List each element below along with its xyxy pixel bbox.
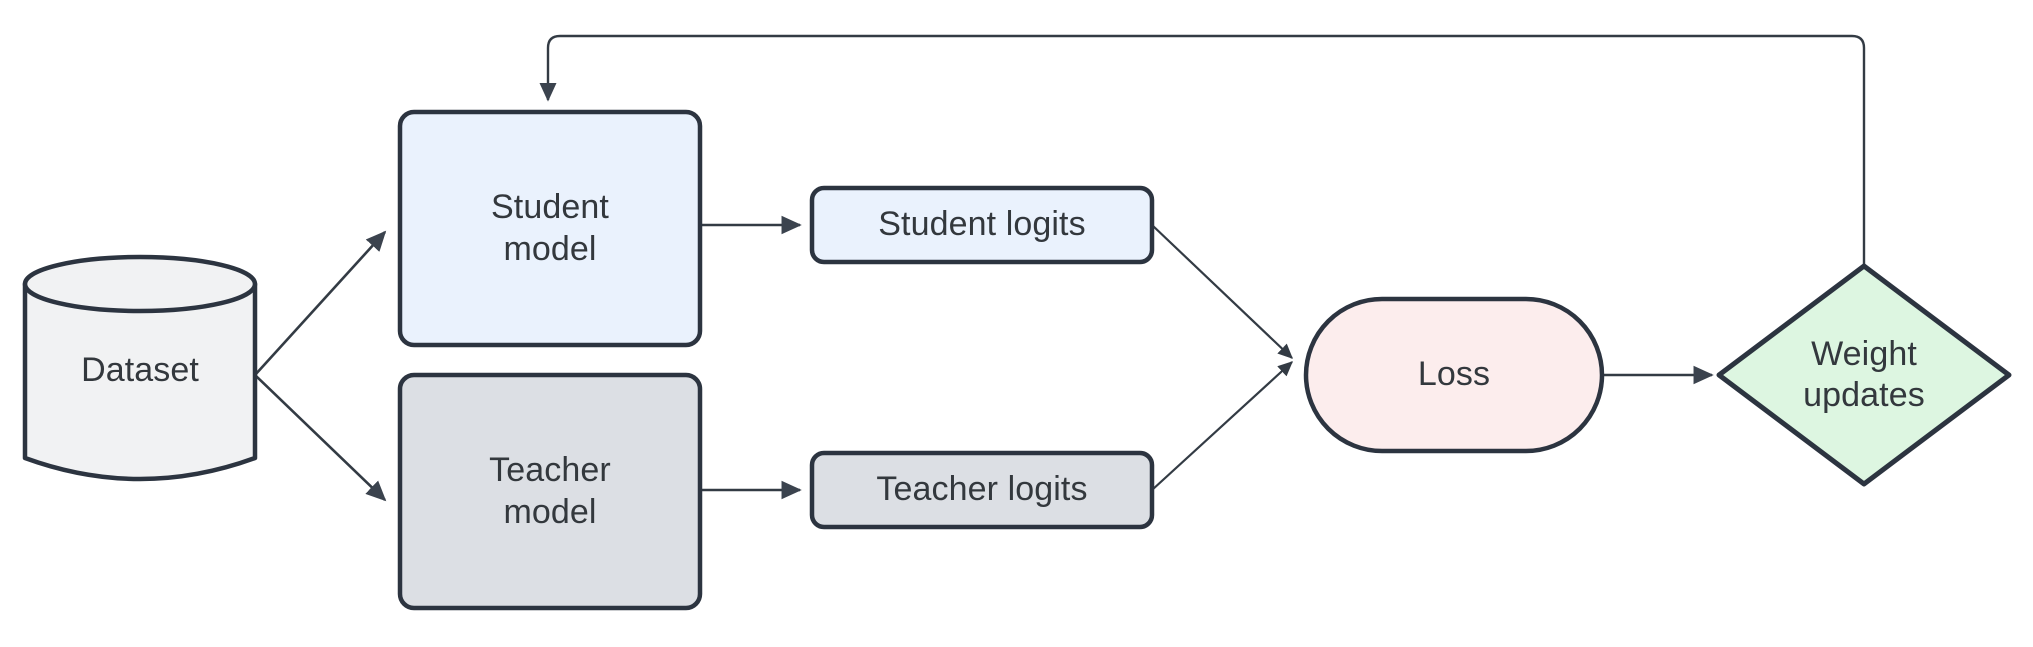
edge-teacher-logits-to-loss [1151,361,1293,491]
node-dataset[interactable] [22,254,258,482]
node-weight-updates[interactable] [1716,263,2012,487]
edge-layer [254,34,1866,502]
dataset-cylinder-top [22,254,258,314]
node-teacher-logits[interactable] [809,450,1155,530]
node-teacher-model[interactable] [397,372,703,611]
dataset-cylinder-body [22,281,258,482]
edge-weight-updates-to-student-model [539,34,1866,266]
node-student-logits[interactable] [809,185,1155,265]
node-layer [22,109,2012,611]
node-student-model[interactable] [397,109,703,348]
node-loss[interactable] [1303,296,1605,454]
edge-dataset-to-teacher-model [254,374,387,502]
edge-student-logits-to-loss [1151,224,1293,359]
edge-dataset-to-student-model [254,230,387,376]
